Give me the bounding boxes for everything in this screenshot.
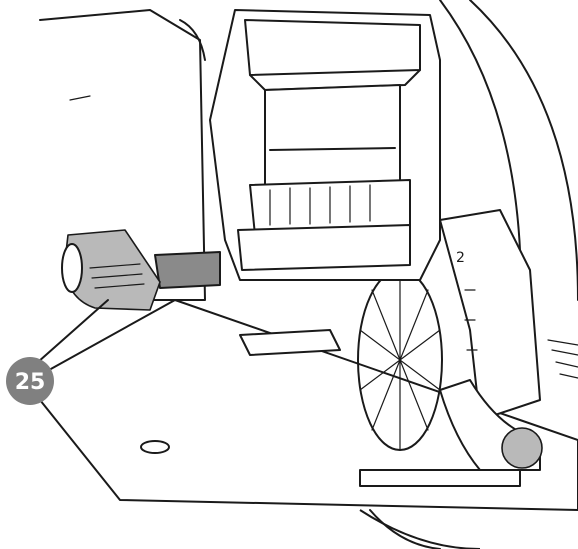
- housing-detail-line: [69, 95, 91, 101]
- terminal-lines: [269, 184, 371, 226]
- base-plate-hole: [140, 440, 170, 454]
- ruler-marks: [547, 339, 578, 379]
- bevel-slide: [359, 469, 521, 487]
- callout-25: 25: [6, 357, 54, 405]
- flange-spoke: [359, 329, 441, 391]
- callout-leader-line: [37, 299, 109, 363]
- callout-circle: [6, 357, 54, 405]
- bevel-knob: [501, 427, 543, 469]
- blade-lower-arc-2: [369, 509, 441, 549]
- battery-latch-top: [244, 19, 421, 76]
- blade-guard: [439, 209, 541, 421]
- depth-plate: [239, 329, 341, 356]
- lever-bar: [154, 251, 221, 289]
- lever-grip-ridges: [89, 263, 145, 289]
- lever-pivot: [61, 243, 83, 293]
- base-plate: [39, 299, 578, 511]
- blade-guard-outer-edge: [469, 0, 578, 301]
- battery-lower-frame: [237, 224, 411, 271]
- battery-slot-line: [269, 147, 396, 151]
- housing-edge: [179, 19, 206, 61]
- callout-label: 25: [15, 370, 46, 395]
- blade-lower-arc: [359, 509, 481, 549]
- battery-compartment: [209, 9, 441, 281]
- scale-mark-label: 2: [456, 250, 465, 266]
- blade-flange: [357, 269, 443, 451]
